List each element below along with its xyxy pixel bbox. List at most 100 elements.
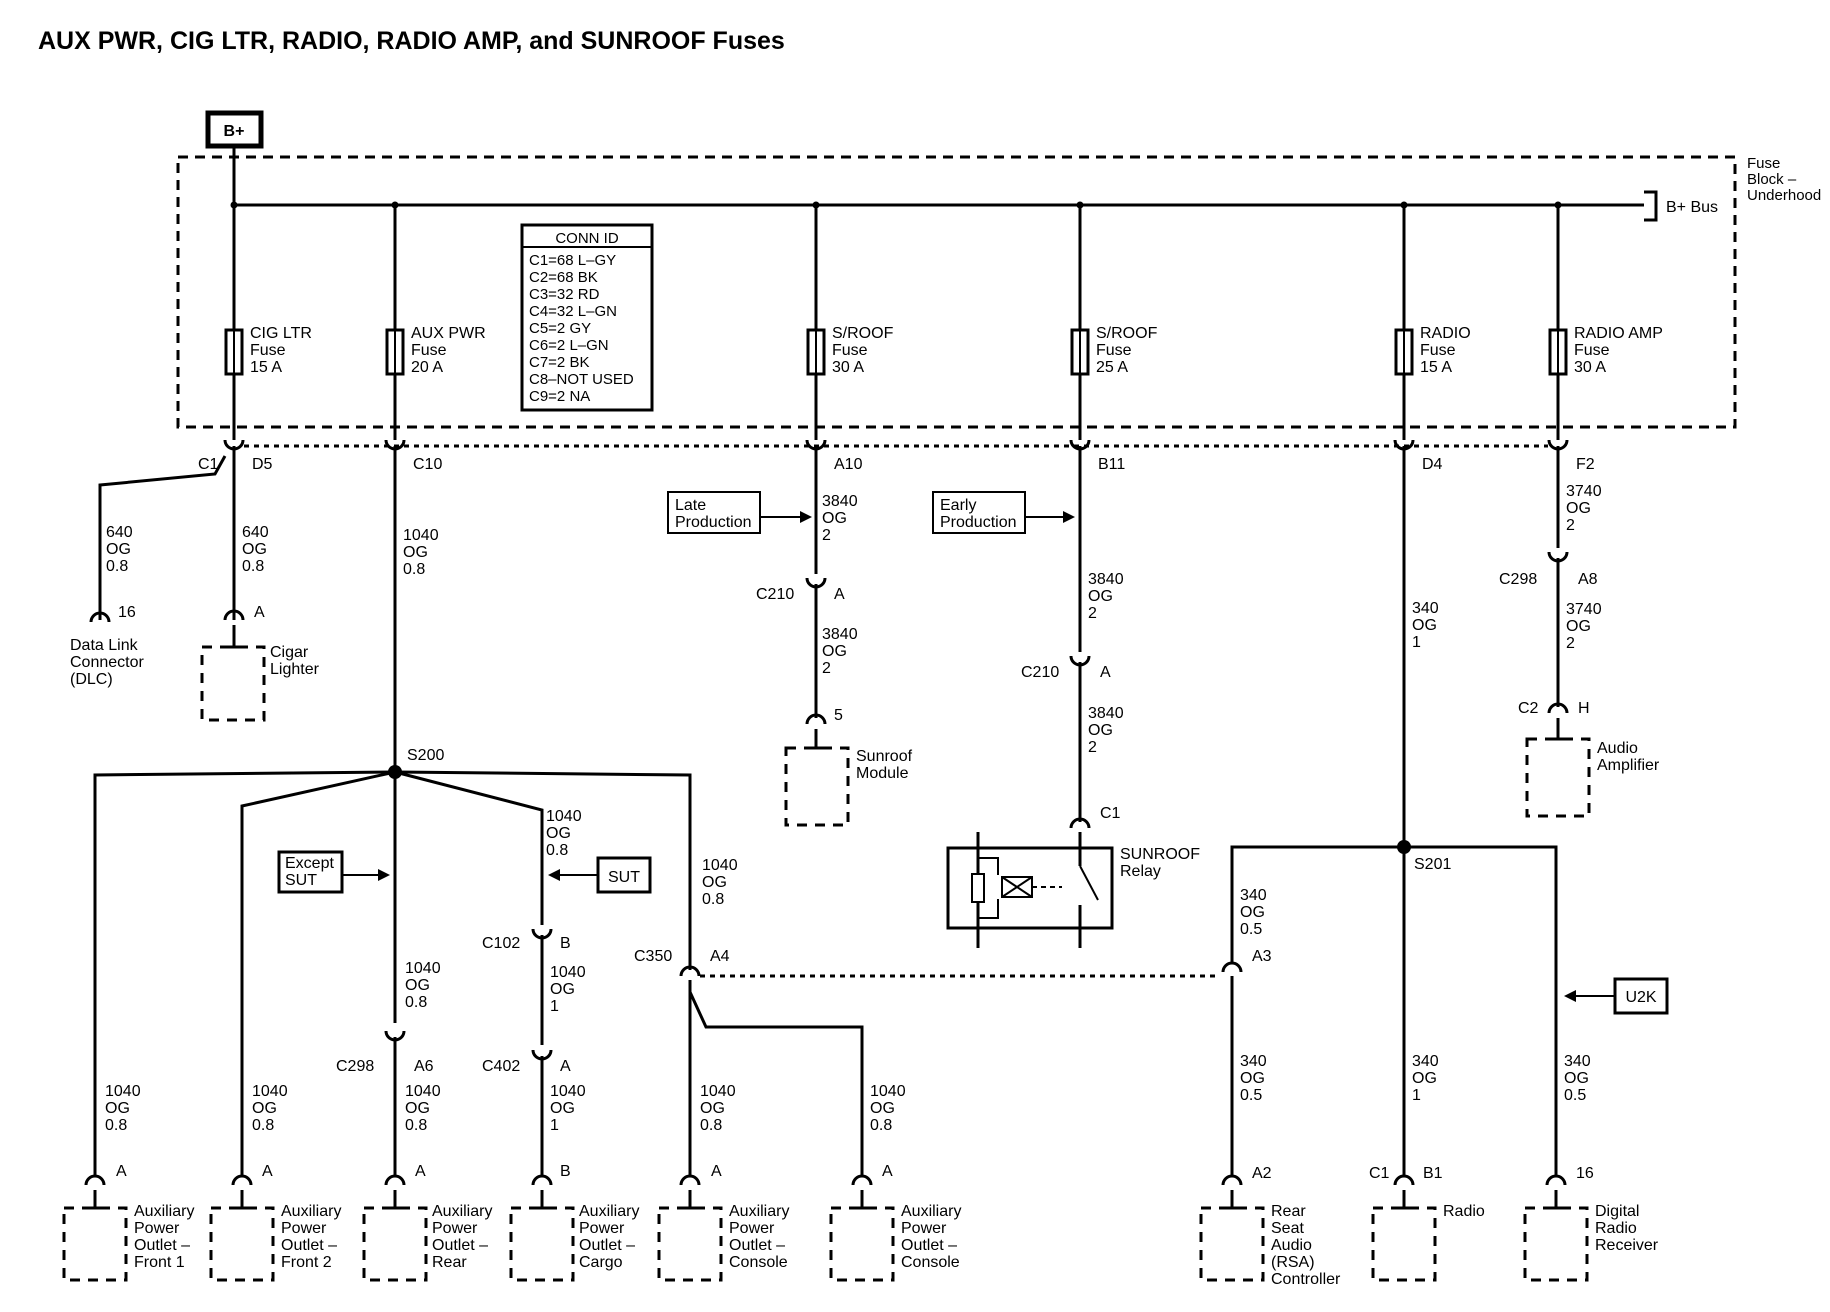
wire-1040-c102-label: 1040 OG 1 (550, 964, 586, 1015)
svg-text:Controller: Controller (1271, 1271, 1341, 1288)
wire-340-rsa-top-label: 340 OG 0.5 (1240, 887, 1267, 938)
fuse-block-outline (176, 155, 1737, 429)
svg-text:OG: OG (403, 544, 428, 561)
svg-text:Production: Production (675, 514, 752, 531)
wire-340-drr-label: 340 OG 0.5 (1564, 1053, 1591, 1104)
svg-text:OG: OG (1566, 500, 1591, 517)
c402-label: C402 (482, 1058, 520, 1075)
conn-id-row: C3=32 RD (529, 286, 600, 303)
svg-text:1: 1 (550, 998, 559, 1015)
sunroof-module-pin: 5 (834, 707, 843, 724)
conn-id-row: C6=2 L–GN (529, 337, 609, 354)
svg-text:Auxiliary: Auxiliary (134, 1203, 194, 1220)
svg-text:Lighter: Lighter (270, 661, 320, 678)
svg-text:3840: 3840 (1088, 705, 1124, 722)
svg-text:Power: Power (579, 1220, 625, 1237)
f1-pin: A (116, 1163, 127, 1180)
splice-s201 (1397, 840, 1411, 854)
svg-text:Auxiliary: Auxiliary (729, 1203, 789, 1220)
svg-text:OG: OG (870, 1100, 895, 1117)
apo-front1 (62, 1174, 128, 1282)
svg-text:340: 340 (1564, 1053, 1591, 1070)
u2k-option: U2K (1564, 977, 1669, 1015)
audio-amp-label: Audio Amplifier (1597, 740, 1660, 774)
svg-text:Radio: Radio (1595, 1220, 1637, 1237)
c350-pin: A4 (710, 948, 730, 965)
splice-s200-label: S200 (407, 747, 444, 764)
apo-rear-label: Auxiliary Power Outlet – Rear (432, 1203, 492, 1271)
sunroof-module-label: Sunroof Module (856, 748, 913, 782)
svg-text:340: 340 (1412, 1053, 1439, 1070)
apo-front1-label: Auxiliary Power Outlet – Front 1 (134, 1203, 194, 1271)
svg-text:OG: OG (1240, 1070, 1265, 1087)
cons2-pin: A (882, 1163, 893, 1180)
fuse-sroof-25: S/ROOF Fuse 25 A (1070, 205, 1158, 440)
svg-text:1040: 1040 (405, 1083, 441, 1100)
svg-text:1: 1 (550, 1117, 559, 1134)
wire-1040-cons1-label: 1040 OG 0.8 (700, 1083, 736, 1134)
svg-text:SUT: SUT (608, 869, 640, 886)
drr-pin: 16 (1576, 1165, 1594, 1182)
pin-c10: C10 (413, 456, 442, 473)
wire-3740-b-label: 3740 OG 2 (1566, 601, 1602, 652)
fuse-name: RADIO (1420, 325, 1471, 342)
svg-text:Late: Late (675, 497, 706, 514)
conn-id-row: C9=2 NA (529, 388, 590, 405)
apo-front2-label: Auxiliary Power Outlet – Front 2 (281, 1203, 341, 1271)
svg-text:1040: 1040 (252, 1083, 288, 1100)
c210-a-label: C210 (756, 586, 794, 603)
svg-text:1040: 1040 (702, 857, 738, 874)
svg-text:3840: 3840 (1088, 571, 1124, 588)
svg-text:U2K: U2K (1625, 989, 1656, 1006)
svg-text:Connector: Connector (70, 654, 144, 671)
svg-text:SUNROOF: SUNROOF (1120, 846, 1200, 863)
c298-top-pin: A8 (1578, 571, 1598, 588)
c2-pin: H (1578, 700, 1590, 717)
svg-text:0.8: 0.8 (403, 561, 425, 578)
rear-pin: A (415, 1163, 426, 1180)
sunroof-relay (946, 832, 1114, 948)
svg-text:2: 2 (822, 660, 831, 677)
svg-text:Early: Early (940, 497, 976, 514)
wire-340-radio-label: 340 OG 1 (1412, 1053, 1439, 1104)
svg-text:(DLC): (DLC) (70, 671, 113, 688)
conn-id-row: C2=68 BK (529, 269, 598, 286)
fuse-name: RADIO AMP (1574, 325, 1663, 342)
b-plus-bus-bracket (1644, 190, 1658, 222)
svg-text:OG: OG (1412, 1070, 1437, 1087)
svg-text:Outlet –: Outlet – (729, 1237, 785, 1254)
except-sut-option: Except SUT (277, 850, 390, 894)
fuse-sub: Fuse (1420, 342, 1456, 359)
apo-console2 (829, 1174, 895, 1282)
cig-pin: A (254, 604, 265, 621)
apo-front2 (209, 1174, 275, 1282)
svg-text:Except: Except (285, 855, 334, 872)
fuse-name: AUX PWR (411, 325, 486, 342)
sunroof-25-circuit (1069, 446, 1091, 829)
svg-text:1040: 1040 (870, 1083, 906, 1100)
c2-label: C2 (1518, 700, 1539, 717)
fuse-rating: 30 A (832, 359, 864, 376)
svg-text:0.5: 0.5 (1564, 1087, 1586, 1104)
wire-1040-sut-label: 1040 OG 0.8 (546, 808, 582, 859)
svg-text:3840: 3840 (822, 493, 858, 510)
apo-console2-label: Auxiliary Power Outlet – Console (901, 1203, 961, 1271)
svg-text:640: 640 (242, 524, 269, 541)
svg-text:340: 340 (1412, 600, 1439, 617)
fuse-block-label-3: Underhood (1747, 187, 1821, 204)
rsa-controller (1199, 1174, 1265, 1282)
apo-cargo-label: Auxiliary Power Outlet – Cargo (579, 1203, 639, 1271)
svg-text:Auxiliary: Auxiliary (579, 1203, 639, 1220)
c298-lower-label: C298 (336, 1058, 374, 1075)
svg-text:0.8: 0.8 (405, 994, 427, 1011)
svg-text:1: 1 (1412, 634, 1421, 651)
fuse-block-label-1: Fuse (1747, 155, 1780, 172)
svg-text:OG: OG (242, 541, 267, 558)
svg-text:3740: 3740 (1566, 601, 1602, 618)
f2-pin: A (262, 1163, 273, 1180)
svg-text:Production: Production (940, 514, 1017, 531)
wire-3840-d-label: 3840 OG 2 (1088, 705, 1124, 756)
dlc-pin: 16 (118, 604, 136, 621)
conn-id-table: CONN ID C1=68 L–GY C2=68 BK C3=32 RD C4=… (520, 223, 654, 412)
conn-id-row: C7=2 BK (529, 354, 589, 371)
